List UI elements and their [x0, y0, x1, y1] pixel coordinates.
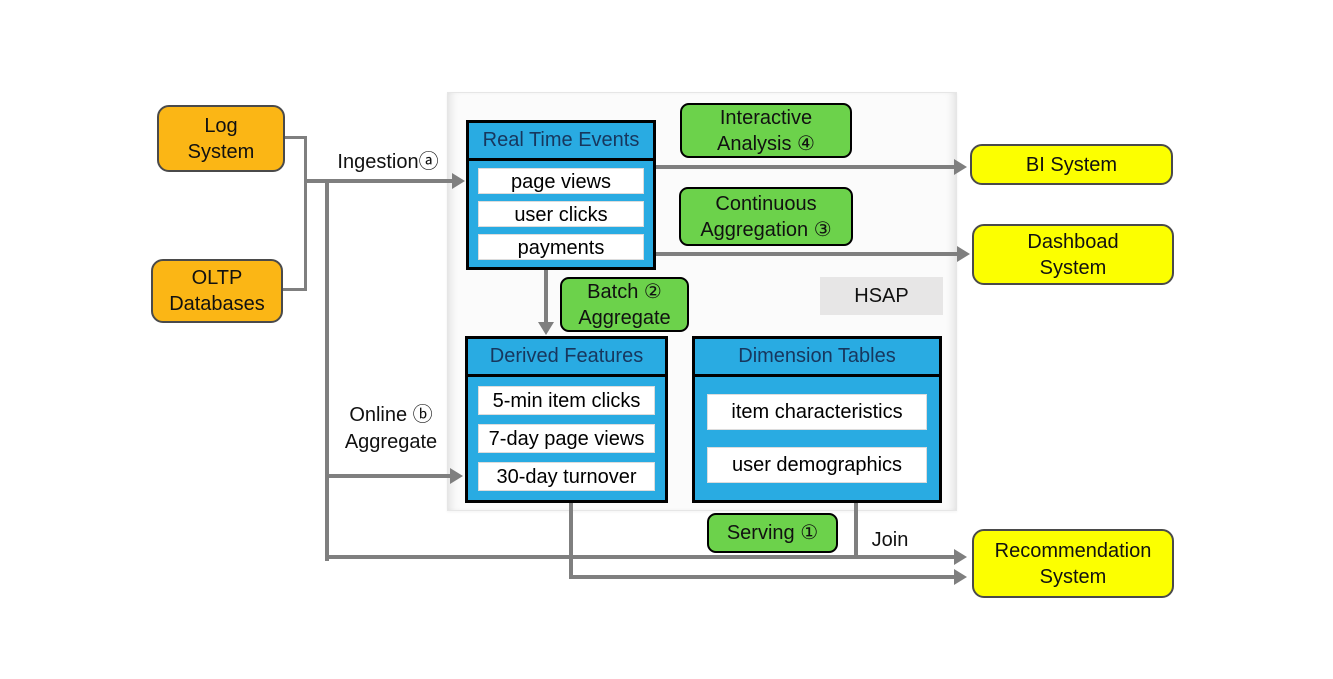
table-row: 7-day page views: [478, 424, 655, 453]
table-row: user clicks: [478, 201, 644, 227]
hsap-badge: HSAP: [820, 277, 943, 315]
edge-interactive-analysis: [653, 165, 956, 169]
node-recommendation-system: Recommendation System: [972, 529, 1174, 598]
table-row: 5-min item clicks: [478, 386, 655, 415]
edge-log-elbow-h: [285, 136, 307, 139]
edge-derived-down-v: [569, 503, 573, 579]
arrowhead-ingestion: [452, 173, 465, 189]
arrowhead-recommendation-1: [954, 549, 967, 565]
label-online-aggregate: Online ⓑ Aggregate: [344, 404, 438, 453]
table-derived-features: Derived Features 5-min item clicks 7-day…: [465, 336, 668, 503]
edge-online-aggregate: [325, 474, 452, 478]
node-dashboard-system: Dashboad System: [972, 224, 1174, 285]
arrowhead-online-aggregate: [450, 468, 463, 484]
node-oltp-databases: OLTP Databases: [151, 259, 283, 323]
process-interactive-analysis: Interactive Analysis ④: [680, 103, 852, 158]
label-join: Join: [871, 529, 909, 551]
edge-left-trunk-v: [325, 179, 329, 561]
node-log-system: Log System: [157, 105, 285, 172]
arrowhead-derived-features: [538, 322, 554, 335]
label-ingestion: Ingestionⓐ: [337, 151, 439, 173]
edge-join-v: [854, 503, 858, 557]
edge-ingestion: [306, 179, 454, 183]
table-real-time-events-header: Real Time Events: [469, 123, 653, 161]
table-row: 30-day turnover: [478, 462, 655, 491]
arrowhead-recommendation-2: [954, 569, 967, 585]
process-batch-aggregate: Batch ② Aggregate: [560, 277, 689, 332]
arrowhead-dashboard: [957, 246, 970, 262]
process-serving: Serving ①: [707, 513, 838, 553]
table-row: user demographics: [707, 447, 927, 483]
node-bi-system: BI System: [970, 144, 1173, 185]
table-dimension-tables: Dimension Tables item characteristics us…: [692, 336, 942, 503]
table-real-time-events: Real Time Events page views user clicks …: [466, 120, 656, 270]
edge-sources-merge-v: [304, 136, 307, 291]
table-row: page views: [478, 168, 644, 194]
arrowhead-bi: [954, 159, 967, 175]
edge-serve-derived: [569, 575, 956, 579]
process-continuous-aggregation: Continuous Aggregation ③: [679, 187, 853, 246]
table-derived-features-header: Derived Features: [468, 339, 665, 377]
edge-serve-raw: [325, 555, 956, 559]
table-dimension-tables-header: Dimension Tables: [695, 339, 939, 377]
table-row: payments: [478, 234, 644, 260]
table-row: item characteristics: [707, 394, 927, 430]
edge-continuous-aggregation: [653, 252, 959, 256]
edge-batch-aggregate-v: [544, 270, 548, 323]
edge-oltp-elbow-h: [283, 288, 307, 291]
